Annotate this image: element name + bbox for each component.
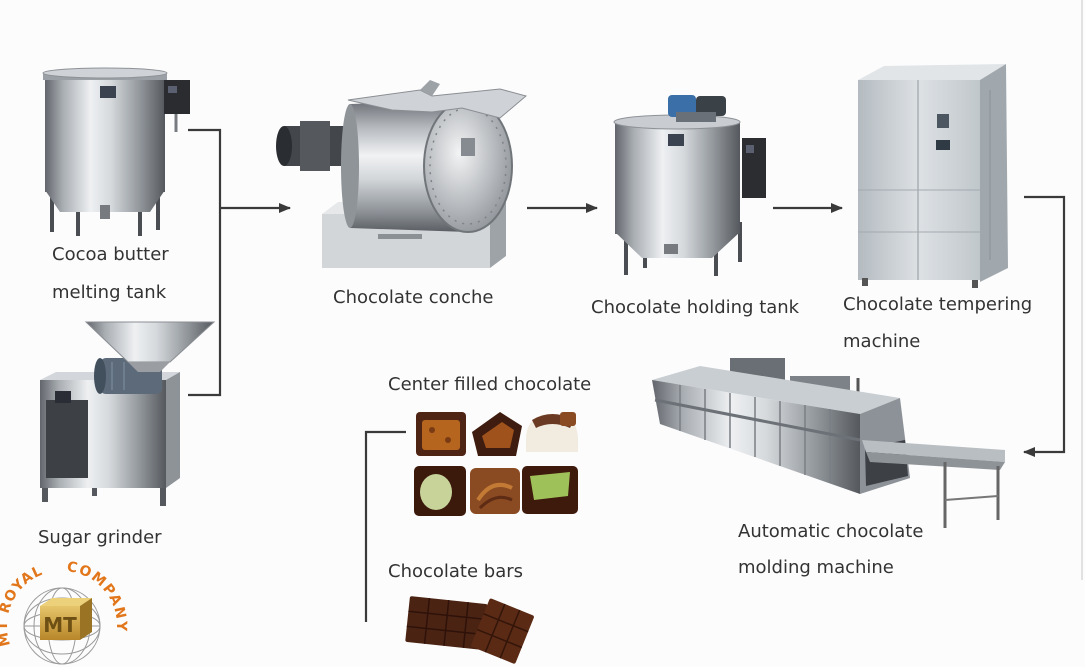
praline [414, 466, 466, 516]
conche-drum [341, 99, 513, 233]
holding-tank-nameplate [668, 134, 684, 146]
tank-control-box [164, 80, 190, 132]
chocolate-bars-image [405, 596, 534, 664]
tank-outlet [100, 205, 110, 219]
cocoa-butter-melting-tank-label-line2: melting tank [52, 282, 167, 303]
praline [470, 468, 520, 514]
automatic-chocolate-molding-machine-label-line2: molding machine [738, 557, 894, 578]
chocolate-tempering-machine-image [858, 64, 1008, 288]
chocolate-bar [471, 598, 534, 664]
praline [522, 466, 578, 514]
praline [416, 412, 466, 456]
chocolate-tempering-machine-label-line2: machine [843, 331, 921, 352]
conche-top-lid [347, 80, 528, 119]
tank-bottom [45, 190, 165, 212]
tank-nameplate [100, 86, 116, 98]
tempering-control-panel [937, 114, 949, 128]
chocolate-holding-tank-image [613, 95, 766, 276]
inputs-bracket [188, 128, 222, 397]
automatic-chocolate-molding-machine-label-line1: Automatic chocolate [738, 521, 924, 542]
center-filled-chocolate-label: Center filled chocolate [388, 374, 592, 395]
chocolate-holding-tank-label: Chocolate holding tank [591, 297, 800, 318]
arrow-to-molding-machine [1023, 195, 1066, 457]
molding-panel-lines [679, 385, 831, 483]
company-logo: MT MT ROYAL COMPANY [0, 559, 128, 665]
grinder-front-panel [46, 400, 88, 478]
molding-top-face [652, 366, 900, 414]
center-filled-chocolate-image [414, 412, 578, 516]
chocolate-bar [405, 596, 488, 650]
tempering-top [858, 64, 1006, 80]
sugar-grinder-image [40, 321, 216, 506]
cocoa-butter-melting-tank-image [42, 67, 190, 236]
logo-monogram-cube: MT [40, 598, 92, 640]
chocolate-tempering-machine-label-line1: Chocolate tempering [843, 294, 1033, 315]
sugar-grinder-label: Sugar grinder [38, 527, 162, 548]
chocolate-conche-label: Chocolate conche [333, 287, 494, 308]
praline [526, 412, 578, 452]
grinder-hopper [84, 321, 216, 372]
conche-motor [276, 121, 350, 171]
molding-conveyor [862, 440, 1005, 528]
flow-connectors [188, 128, 1066, 622]
logo-monogram: MT [43, 613, 77, 637]
tempering-display [936, 140, 950, 150]
holding-tank-control-box [742, 138, 766, 198]
automatic-chocolate-molding-machine-image [652, 358, 1005, 528]
cocoa-butter-melting-tank-label-line1: Cocoa butter [52, 244, 169, 265]
praline [472, 412, 522, 456]
chocolate-bars-label: Chocolate bars [388, 561, 524, 582]
chocolate-conche-image [276, 80, 528, 268]
products-bracket [364, 430, 406, 622]
tempering-cabinet [858, 80, 980, 280]
grinder-legs [42, 486, 166, 506]
holding-tank-motors [668, 95, 726, 122]
